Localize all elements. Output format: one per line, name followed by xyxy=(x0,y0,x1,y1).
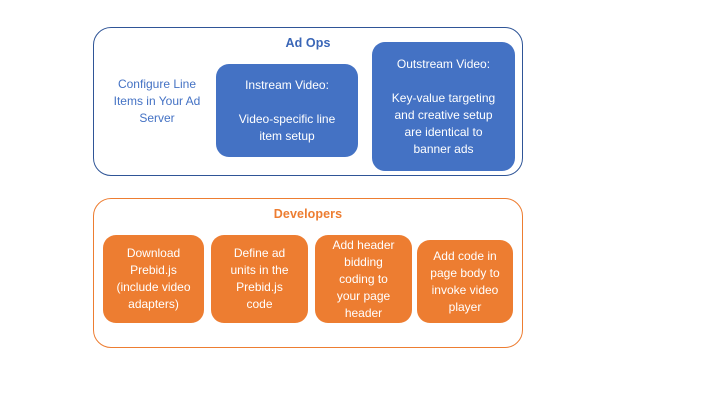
add-header-line-3: coding to xyxy=(339,271,388,286)
box-add-page-body-code[interactable]: Add code in page body to invoke video pl… xyxy=(417,240,513,323)
box-download-prebid[interactable]: Download Prebid.js (include video adapte… xyxy=(103,235,204,323)
group-title-ad-ops: Ad Ops xyxy=(285,36,331,50)
define-ad-units-line-3: Prebid.js xyxy=(236,280,283,294)
add-header-line-1: Add header xyxy=(332,237,395,252)
outstream-body-2: and creative setup xyxy=(394,107,493,122)
download-prebid-line-1: Download xyxy=(126,246,181,260)
instream-heading: Instream Video: xyxy=(245,77,329,92)
add-header-line-5: header xyxy=(344,305,383,320)
add-header-line-4: your page xyxy=(336,288,391,303)
box-define-ad-units[interactable]: Define ad units in the Prebid.js code xyxy=(211,235,308,323)
add-page-body-line-4: player xyxy=(448,299,482,314)
outstream-body-1: Key-value targeting xyxy=(391,90,496,105)
download-prebid-line-3: (include video xyxy=(116,280,191,294)
outstream-body-3: are identical to xyxy=(404,124,483,139)
instream-body-1: Video-specific line xyxy=(238,111,336,126)
download-prebid-line-2: Prebid.js xyxy=(130,263,177,277)
configure-line-2: Items in Your Ad xyxy=(113,94,201,108)
download-prebid-line-4: adapters) xyxy=(128,297,179,311)
define-ad-units-line-2: units in the xyxy=(230,263,289,277)
add-header-line-2: bidding xyxy=(344,254,383,269)
box-add-header-bidding-code[interactable]: Add header bidding coding to your page h… xyxy=(315,235,412,323)
text-configure-line-items: Configure Line Items in Your Ad Server xyxy=(104,76,210,127)
add-page-body-line-1: Add code in xyxy=(433,248,497,263)
configure-line-1: Configure Line xyxy=(117,77,197,91)
add-page-body-line-3: invoke video xyxy=(431,282,499,297)
box-instream-video[interactable]: Instream Video: Video-specific line item… xyxy=(216,64,358,157)
configure-line-3: Server xyxy=(139,111,175,125)
group-title-developers: Developers xyxy=(273,207,343,221)
add-page-body-line-2: page body to xyxy=(430,265,500,280)
instream-body-2: item setup xyxy=(259,128,315,143)
define-ad-units-line-4: code xyxy=(246,297,273,311)
outstream-heading: Outstream Video: xyxy=(396,56,491,71)
outstream-body-4: banner ads xyxy=(413,141,474,156)
define-ad-units-line-1: Define ad xyxy=(233,246,286,260)
box-outstream-video[interactable]: Outstream Video: Key-value targeting and… xyxy=(372,42,515,171)
